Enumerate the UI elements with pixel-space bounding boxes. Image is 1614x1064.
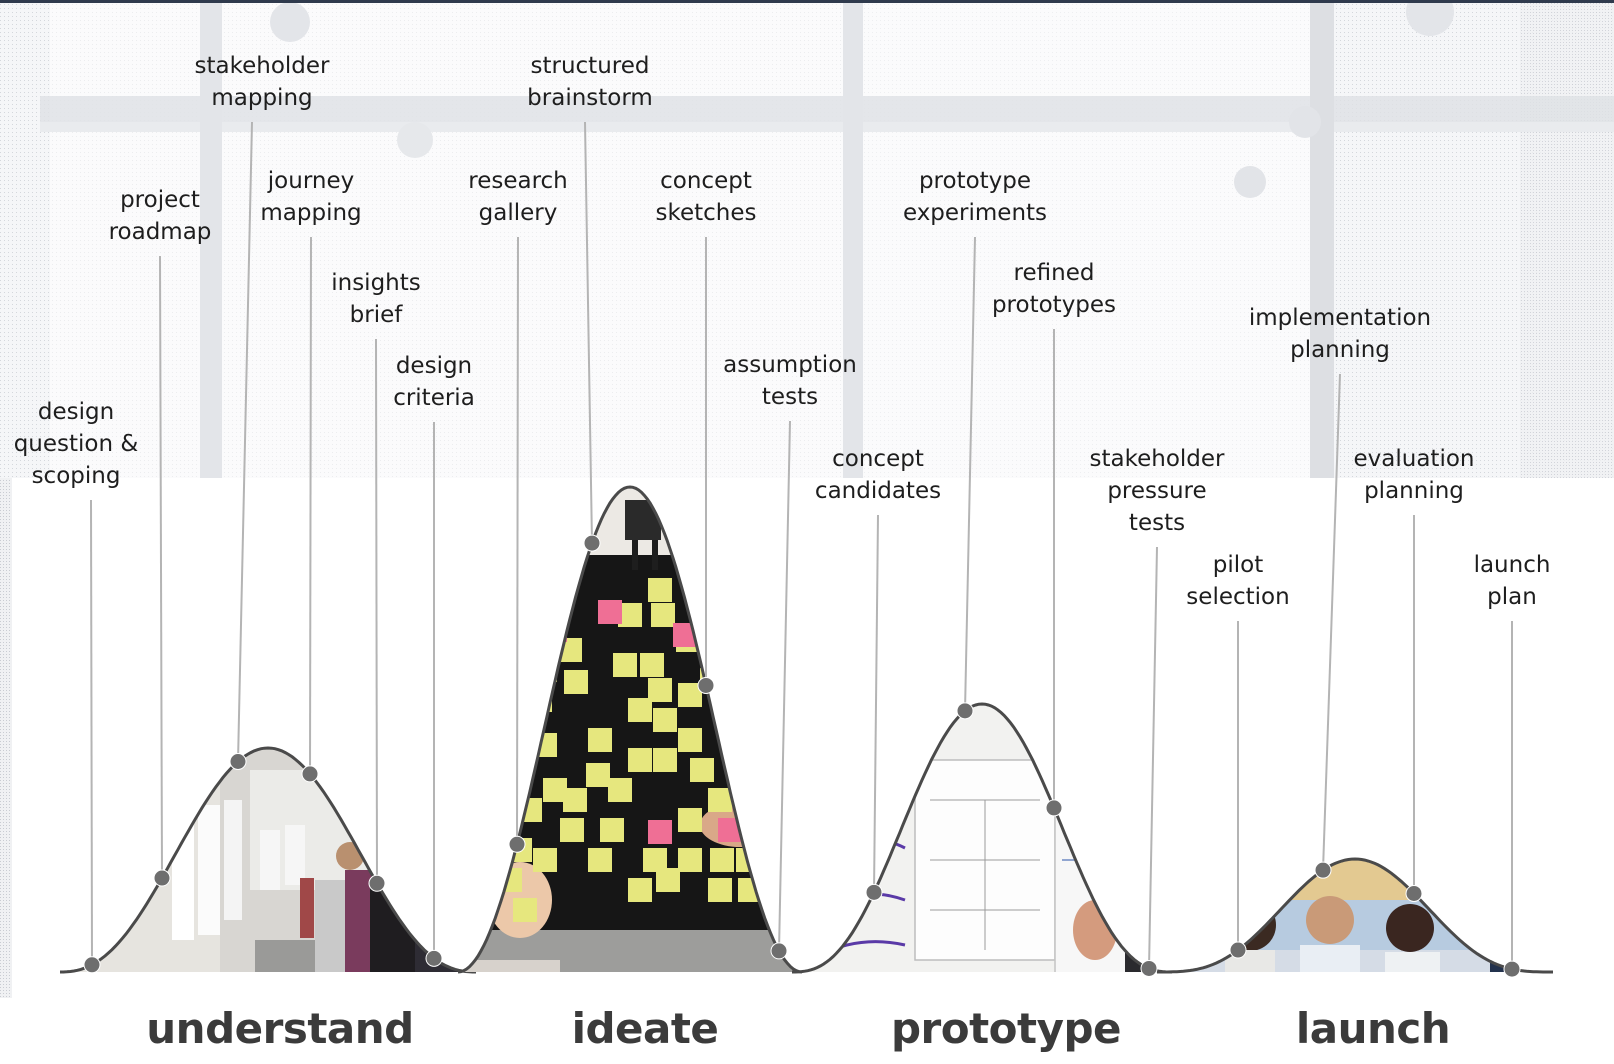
activity-label: concept candidates [815, 443, 941, 507]
activity-label: insights brief [331, 267, 421, 331]
activity-label: design question & scoping [14, 396, 139, 492]
phase-label-launch: launch [1295, 1004, 1451, 1053]
leader-line [964, 236, 976, 711]
activity-marker [956, 702, 974, 720]
activity-marker [1229, 941, 1247, 959]
activity-label-line: project [120, 187, 200, 213]
activity-label: assumption tests [723, 349, 857, 413]
leader-line [309, 236, 312, 774]
activity-label: concept sketches [655, 165, 756, 229]
activity-label-line: criteria [393, 385, 475, 411]
activity-label: launch plan [1474, 549, 1551, 613]
activity-label-line: evaluation [1353, 446, 1475, 472]
activity-label-line: prototype [918, 168, 1032, 194]
activity-marker [83, 956, 101, 974]
activity-label-line: pilot [1212, 552, 1264, 578]
activity-label-line: sketches [655, 200, 757, 226]
activity-label-line: planning [1290, 337, 1390, 363]
mountain-understand [60, 746, 476, 974]
activity-label-line: launch [1473, 552, 1551, 578]
phase-label-prototype: prototype [890, 1004, 1122, 1053]
activity-marker [508, 835, 526, 853]
mountain-prototype [792, 702, 1172, 974]
leader-line [90, 499, 93, 965]
activity-label-line: plan [1487, 584, 1537, 610]
activity-marker [865, 883, 883, 901]
mountain-launch [1157, 857, 1553, 974]
activity-label-line: question & [13, 431, 139, 457]
phase-label-ideate: ideate [571, 1004, 719, 1053]
leader-line [1148, 546, 1158, 969]
leader-line [237, 121, 253, 762]
activity-label-line: mapping [260, 200, 362, 226]
activity-marker [697, 676, 715, 694]
background-photo [0, 0, 1614, 998]
activity-label-line: selection [1186, 584, 1290, 610]
leader-line [516, 236, 519, 845]
activity-label: research gallery [468, 165, 568, 229]
activity-label-line: candidates [814, 478, 942, 504]
activity-label: journey mapping [260, 165, 361, 229]
activity-label: design criteria [393, 350, 475, 414]
activity-label: project roadmap [109, 184, 212, 248]
activity-label-line: research [468, 168, 568, 194]
activity-marker [1045, 799, 1063, 817]
activity-label-line: roadmap [108, 219, 212, 245]
activity-marker [425, 949, 443, 967]
activity-marker [583, 534, 601, 552]
activity-marker [770, 942, 788, 960]
activity-label-line: design [395, 353, 473, 379]
activity-label-line: tests [1128, 510, 1186, 536]
activity-label-line: prototypes [991, 292, 1117, 318]
activity-marker [1405, 884, 1423, 902]
activity-label-line: experiments [902, 200, 1048, 226]
activity-label-line: brief [349, 302, 403, 328]
activity-marker [1140, 959, 1158, 977]
activity-label-line: refined [1013, 260, 1095, 286]
activity-label: implementation planning [1249, 302, 1431, 366]
activity-label-line: scoping [31, 463, 121, 489]
activity-label: refined prototypes [992, 257, 1116, 321]
activity-label-line: journey [267, 168, 355, 194]
leader-line [159, 255, 163, 879]
activity-label-line: tests [761, 384, 819, 410]
activity-label-line: stakeholder [194, 53, 330, 79]
activity-label-line: gallery [478, 200, 558, 226]
activity-label: pilot selection [1186, 549, 1289, 613]
activity-label-line: pressure [1107, 478, 1207, 504]
activity-label-line: insights [331, 270, 421, 296]
activity-label: stakeholder mapping [195, 50, 330, 114]
activity-label-line: mapping [211, 85, 313, 111]
activity-label: evaluation planning [1354, 443, 1475, 507]
phase-label-understand: understand [146, 1004, 414, 1053]
activity-marker [229, 752, 247, 770]
activity-label-line: assumption [723, 352, 857, 378]
leader-line [873, 514, 879, 893]
activity-label-line: stakeholder [1089, 446, 1225, 472]
leader-line [584, 121, 593, 544]
activity-label-line: concept [660, 168, 752, 194]
activity-marker [1314, 861, 1332, 879]
activity-label-line: concept [832, 446, 924, 472]
activity-label-line: brainstorm [527, 85, 653, 111]
activity-label-line: design [37, 399, 115, 425]
activity-label-line: structured [530, 53, 650, 79]
activity-marker [1503, 960, 1521, 978]
activity-marker [301, 765, 319, 783]
activity-label-line: planning [1364, 478, 1464, 504]
activity-marker [368, 874, 386, 892]
mountain-ideate [457, 485, 803, 974]
activity-label: stakeholder pressure tests [1090, 443, 1225, 539]
activity-marker [153, 869, 171, 887]
activity-label: structured brainstorm [527, 50, 653, 114]
activity-label: prototype experiments [903, 165, 1047, 229]
leader-line [1322, 373, 1341, 871]
leader-line [778, 420, 791, 951]
leader-line [375, 338, 378, 884]
activity-label-line: implementation [1248, 305, 1432, 331]
leader-lines [83, 121, 1521, 978]
